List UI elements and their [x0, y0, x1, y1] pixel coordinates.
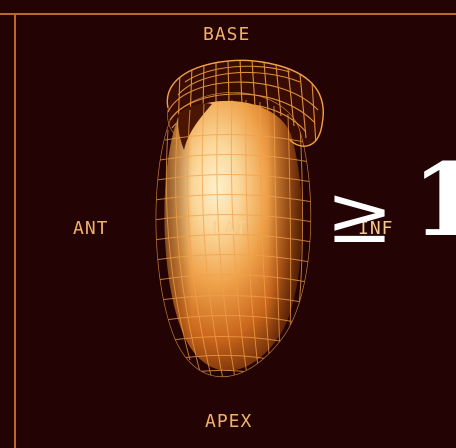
label-anterior: ANT [73, 218, 109, 239]
frame-left-border [14, 14, 16, 448]
frame-top-border [0, 13, 456, 15]
label-lateral: LAT [212, 218, 248, 239]
overlay-number: 1 [412, 141, 456, 259]
label-apex: APEX [205, 411, 253, 432]
greater-equal-symbol: ≥ [326, 168, 394, 261]
label-inferior: INF [358, 218, 394, 239]
label-base: BASE [203, 24, 251, 45]
